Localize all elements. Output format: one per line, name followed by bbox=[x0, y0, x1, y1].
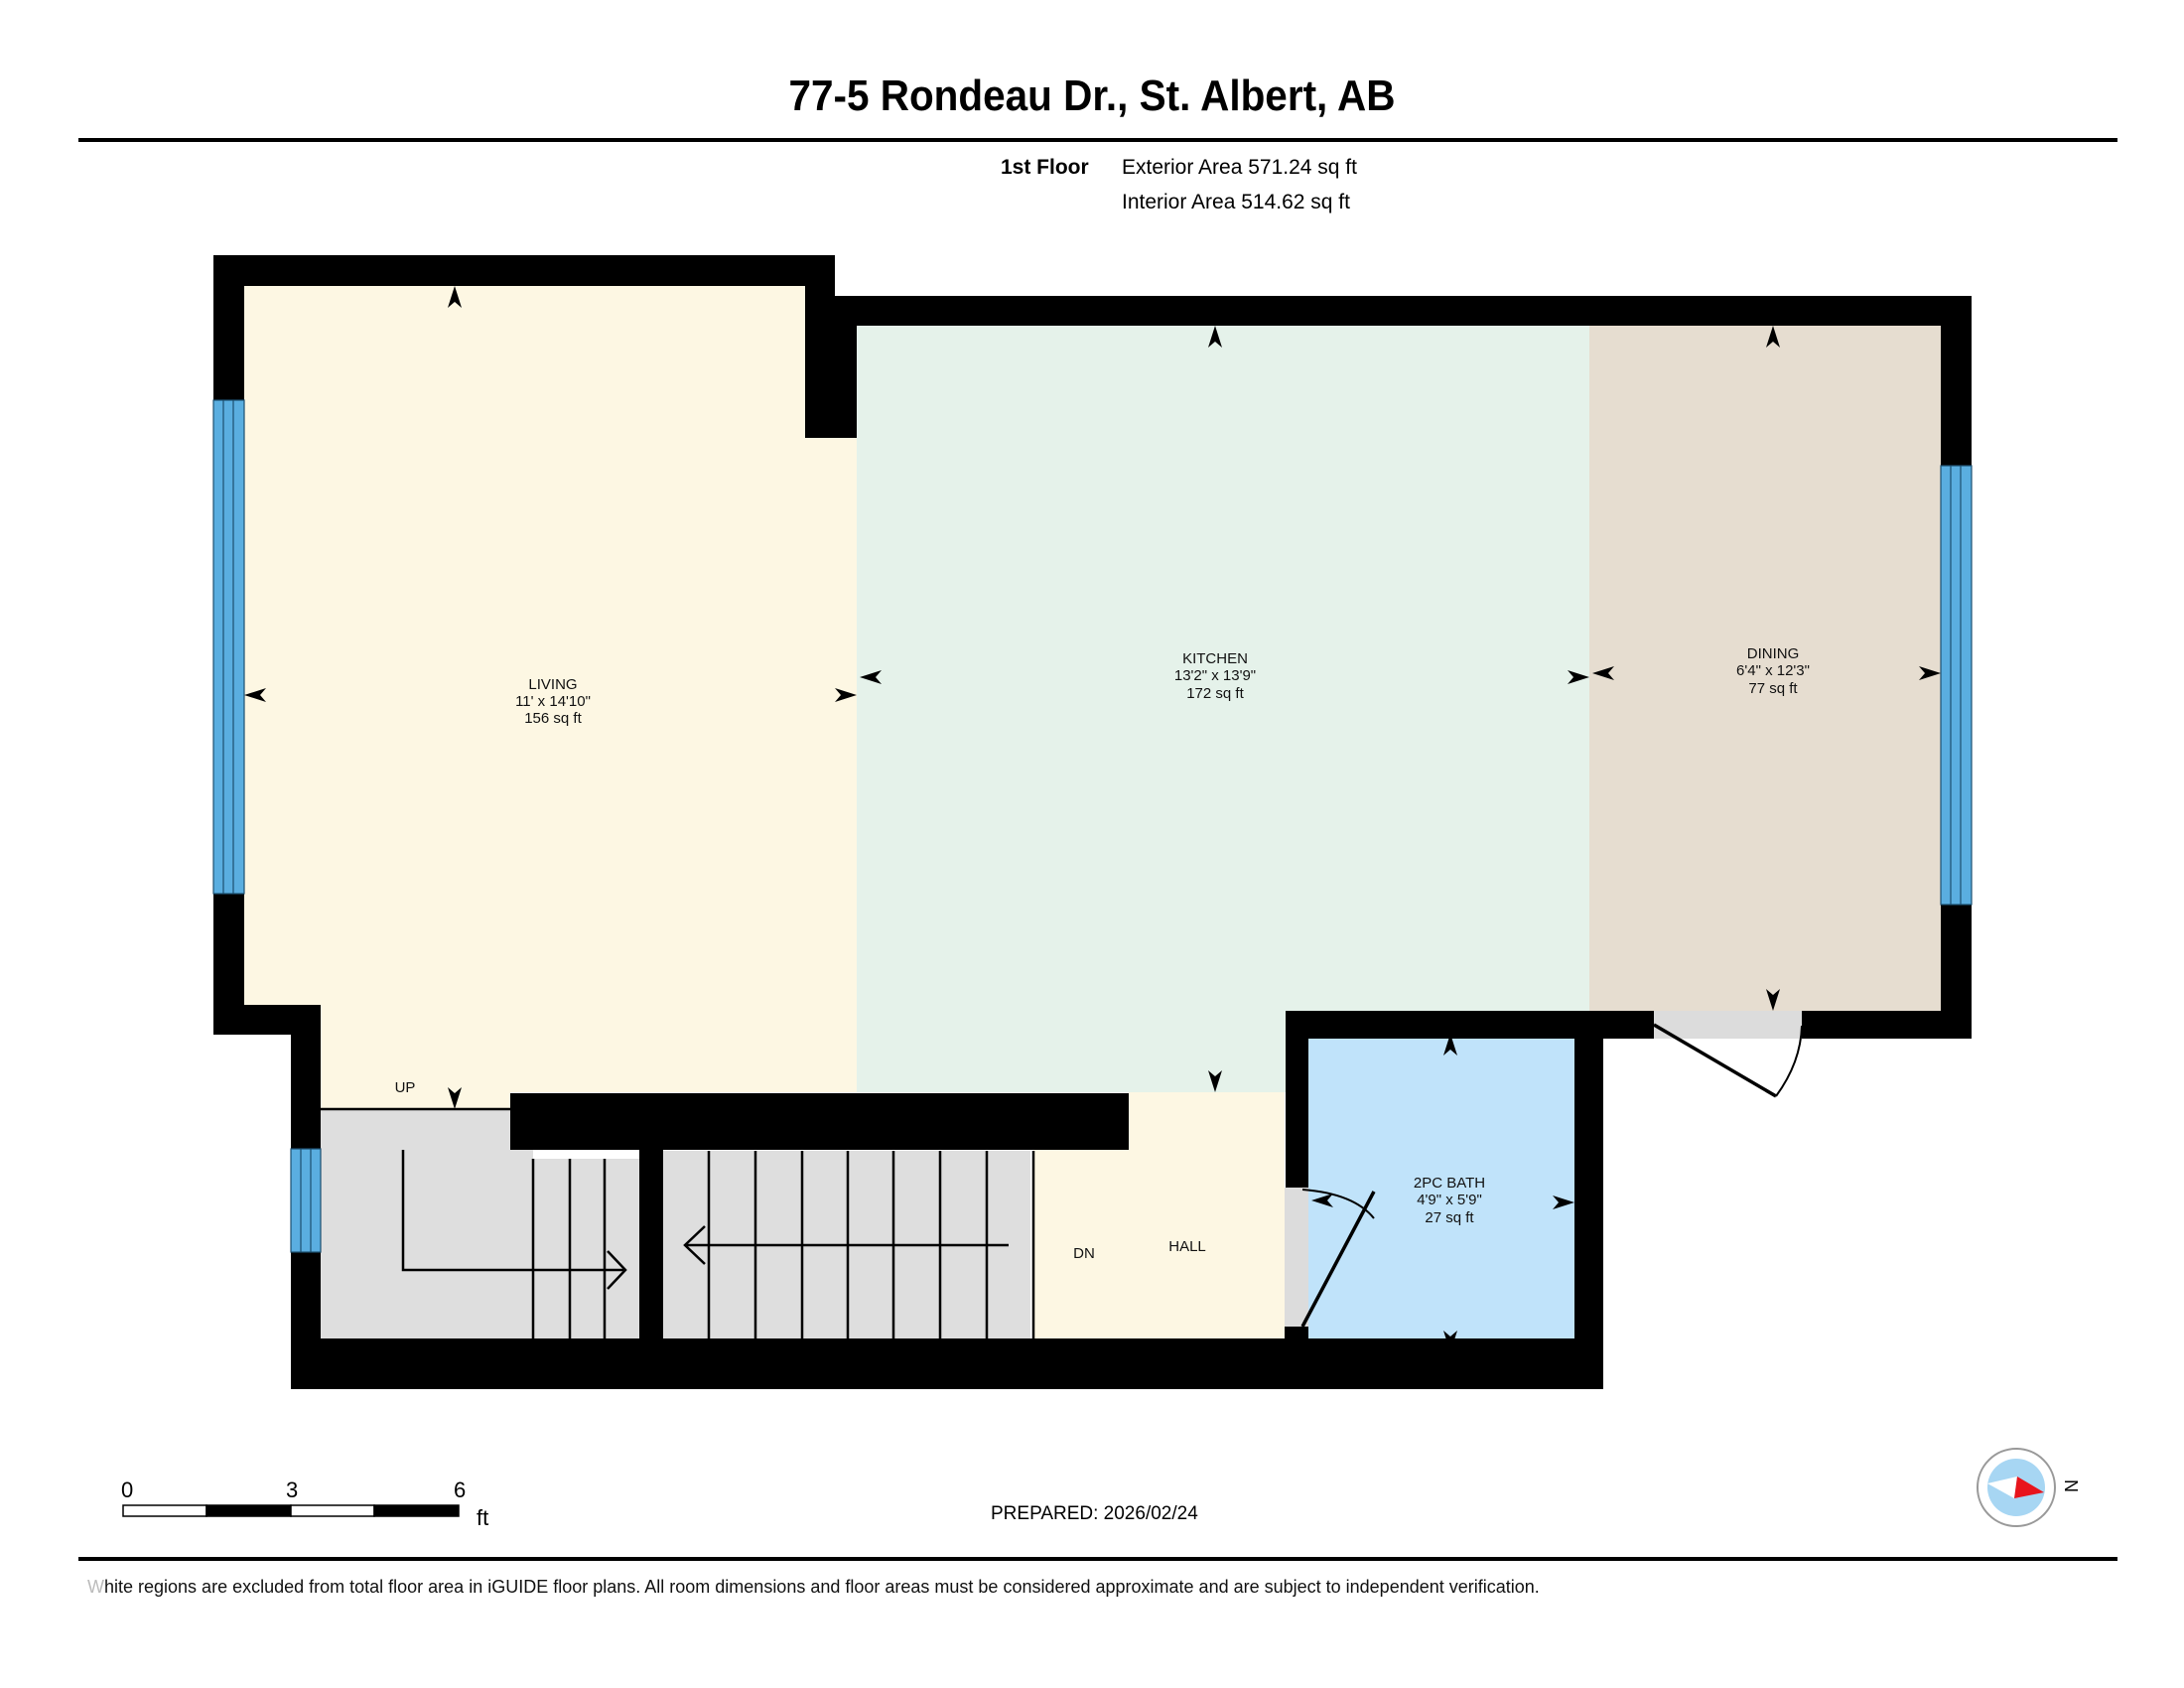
dimension-arrows bbox=[244, 286, 1941, 1352]
disclaimer-text: hite regions are excluded from total flo… bbox=[104, 1577, 1540, 1597]
stair-flight-upper bbox=[533, 1159, 639, 1338]
room-bath[interactable] bbox=[1308, 1034, 1574, 1352]
dining-door bbox=[1653, 1023, 1803, 1098]
disclaimer-first-letter: W bbox=[87, 1577, 104, 1597]
hall-name: HALL bbox=[1168, 1238, 1206, 1255]
room-fills bbox=[244, 286, 1941, 1352]
kitchen-name: KITCHEN bbox=[1182, 650, 1248, 667]
window-living-left bbox=[212, 399, 245, 895]
scale-unit: ft bbox=[477, 1505, 489, 1530]
compass-icon bbox=[1977, 1448, 2056, 1527]
living-area: 156 sq ft bbox=[524, 710, 582, 727]
stair-down-label: DN bbox=[1073, 1245, 1095, 1262]
stair-details bbox=[321, 1107, 1035, 1338]
arrow-right-icon bbox=[835, 688, 857, 702]
window-dining-right bbox=[1940, 465, 1973, 906]
scale-tick-6: 6 bbox=[454, 1477, 467, 1502]
prepared-date: PREPARED: 2026/02/24 bbox=[991, 1503, 1198, 1524]
bath-door bbox=[1300, 1189, 1376, 1328]
kitchen-area: 172 sq ft bbox=[1186, 685, 1244, 702]
footer-divider bbox=[78, 1557, 2117, 1561]
windows bbox=[212, 399, 1973, 1253]
room-dining[interactable] bbox=[1589, 326, 1941, 1011]
room-labels: LIVING 11' x 14'10" 156 sq ft KITCHEN 13… bbox=[395, 645, 1810, 1262]
dining-dims: 6'4" x 12'3" bbox=[1736, 662, 1810, 679]
disclaimer: White regions are excluded from total fl… bbox=[87, 1577, 1540, 1598]
stair-up-label: UP bbox=[395, 1079, 416, 1096]
scale-tick-0: 0 bbox=[121, 1477, 134, 1502]
scale-bar bbox=[122, 1504, 460, 1517]
kitchen-dims: 13'2" x 13'9" bbox=[1174, 667, 1256, 684]
page-title: 77-5 Rondeau Dr., St. Albert, AB bbox=[788, 71, 1396, 120]
doors bbox=[1300, 1023, 1803, 1328]
arrow-up-icon bbox=[448, 286, 462, 308]
room-kitchen[interactable] bbox=[857, 326, 1589, 1092]
floor-label: 1st Floor bbox=[1001, 156, 1089, 179]
living-name: LIVING bbox=[528, 676, 577, 693]
scale-tick-3: 3 bbox=[286, 1477, 299, 1502]
living-dims: 11' x 14'10" bbox=[515, 693, 591, 710]
bath-door-threshold bbox=[1285, 1188, 1308, 1327]
stair-up-arrow bbox=[401, 1150, 623, 1272]
header-divider bbox=[78, 138, 2117, 142]
room-living[interactable] bbox=[244, 286, 857, 1109]
dining-door-threshold bbox=[1654, 1011, 1802, 1039]
stair-landing bbox=[321, 1109, 533, 1338]
exterior-area: Exterior Area 571.24 sq ft bbox=[1122, 156, 1357, 179]
dining-area: 77 sq ft bbox=[1748, 680, 1798, 697]
arrow-down-icon bbox=[448, 1087, 462, 1109]
compass-north-label: N bbox=[2061, 1479, 2081, 1492]
window-stair-left bbox=[290, 1148, 322, 1253]
bath-dims: 4'9" x 5'9" bbox=[1417, 1192, 1482, 1208]
arrow-left-icon bbox=[244, 688, 266, 702]
room-hall[interactable] bbox=[857, 1092, 1285, 1339]
dining-name: DINING bbox=[1747, 645, 1800, 662]
bath-area: 27 sq ft bbox=[1425, 1209, 1474, 1226]
interior-area: Interior Area 514.62 sq ft bbox=[1122, 191, 1350, 213]
bath-name: 2PC BATH bbox=[1414, 1175, 1485, 1192]
